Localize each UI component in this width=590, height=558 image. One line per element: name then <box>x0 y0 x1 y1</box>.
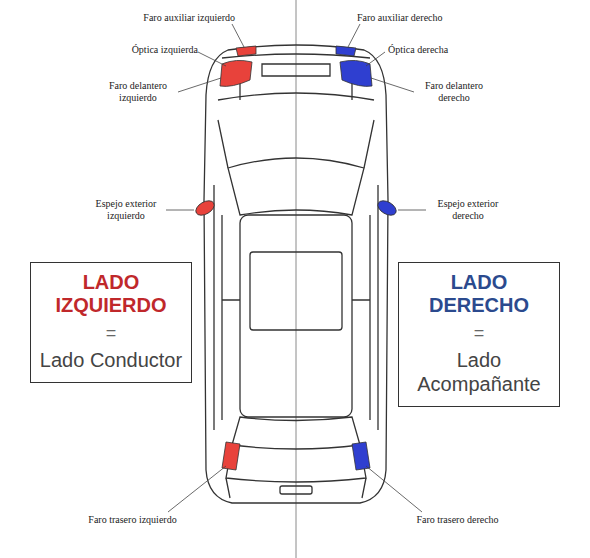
center-line <box>296 0 297 558</box>
part-label: Espejo exterior izquierdo <box>88 198 164 222</box>
equals-sign: = <box>405 323 553 344</box>
headlight-right <box>340 60 372 86</box>
part-label: Faro auxiliar izquierdo <box>120 12 235 24</box>
side-heading: LADO DERECHO <box>405 271 553 317</box>
side-description: Lado Acompañante <box>405 348 553 396</box>
taillight-left <box>222 442 240 470</box>
part-label: Faro delantero izquierdo <box>100 80 176 104</box>
aux-light-left <box>236 46 256 56</box>
part-label: Óptica derecha <box>388 44 488 56</box>
part-label: Faro delantero derecho <box>416 80 492 104</box>
part-label: Espejo exterior derecho <box>428 198 508 222</box>
side-box: LADO DERECHO = Lado Acompañante <box>398 262 560 407</box>
aux-light-right <box>336 46 356 56</box>
part-label: Faro trasero derecho <box>395 514 520 526</box>
part-label: Faro trasero izquierdo <box>70 514 195 526</box>
mirror-right <box>375 198 398 218</box>
taillight-right <box>352 442 370 470</box>
side-heading: LADO IZQUIERDO <box>37 271 185 317</box>
car-outline <box>204 45 388 503</box>
leader-lines <box>166 24 426 512</box>
side-box: LADO IZQUIERDO = Lado Conductor <box>30 262 192 383</box>
equals-sign: = <box>37 323 185 344</box>
part-label: Faro auxiliar derecho <box>357 12 472 24</box>
headlight-left <box>220 60 252 86</box>
lights-and-mirrors <box>193 46 398 470</box>
side-description: Lado Conductor <box>37 348 185 372</box>
part-label: Óptica izquierda <box>90 44 198 56</box>
mirror-left <box>193 198 216 218</box>
